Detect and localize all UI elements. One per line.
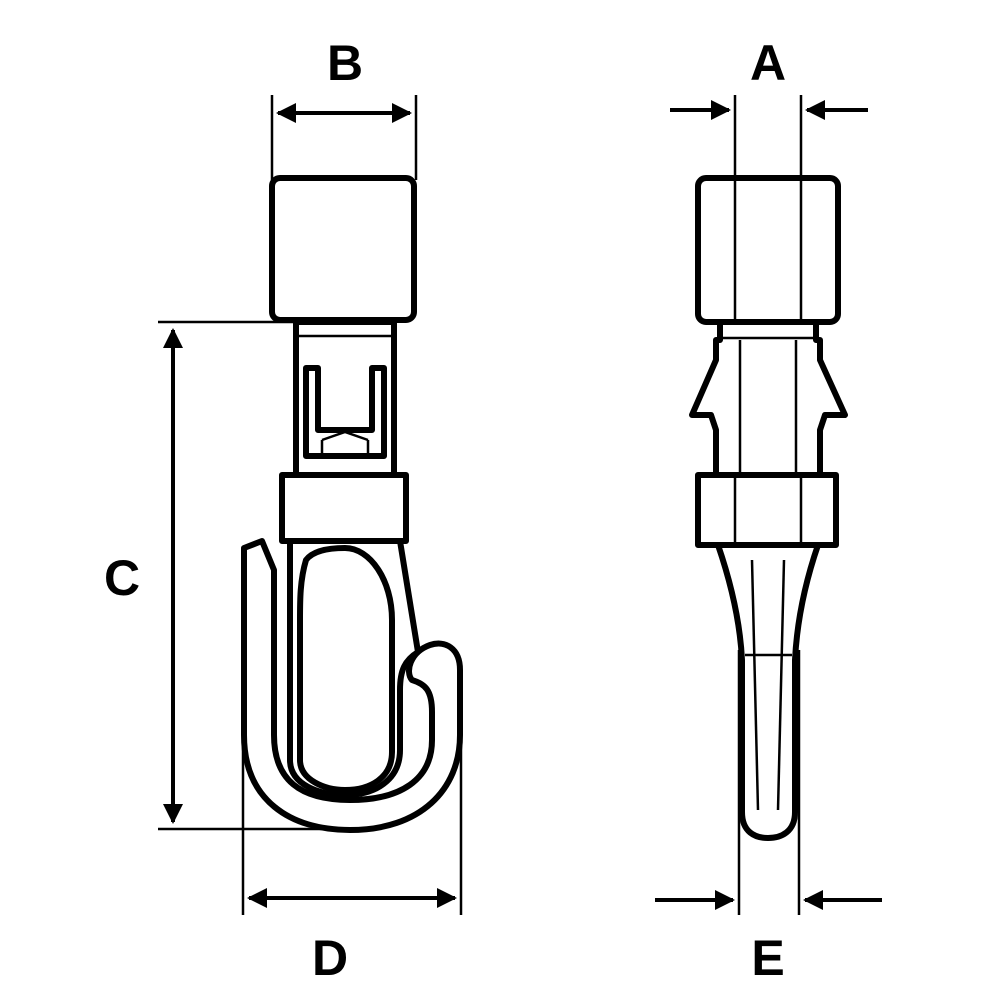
front-collar [279,472,409,544]
slot-detail [320,430,370,456]
side-collar [695,472,839,548]
side-stem [715,542,821,841]
label-d: D [312,930,348,986]
label-e: E [751,930,784,986]
front-cap [269,175,417,323]
label-a: A [750,35,786,91]
side-view: A E [655,35,882,986]
side-cap [695,175,841,325]
hook-gate [287,538,421,798]
side-neck-with-wings [689,319,848,478]
stem-inner-left [750,559,760,811]
neck-slot [303,365,387,459]
front-view: B C D [104,35,463,986]
hook-inner-opening [297,545,395,793]
label-c: C [104,550,140,606]
stem-inner-right [776,559,786,811]
label-b: B [327,35,363,91]
